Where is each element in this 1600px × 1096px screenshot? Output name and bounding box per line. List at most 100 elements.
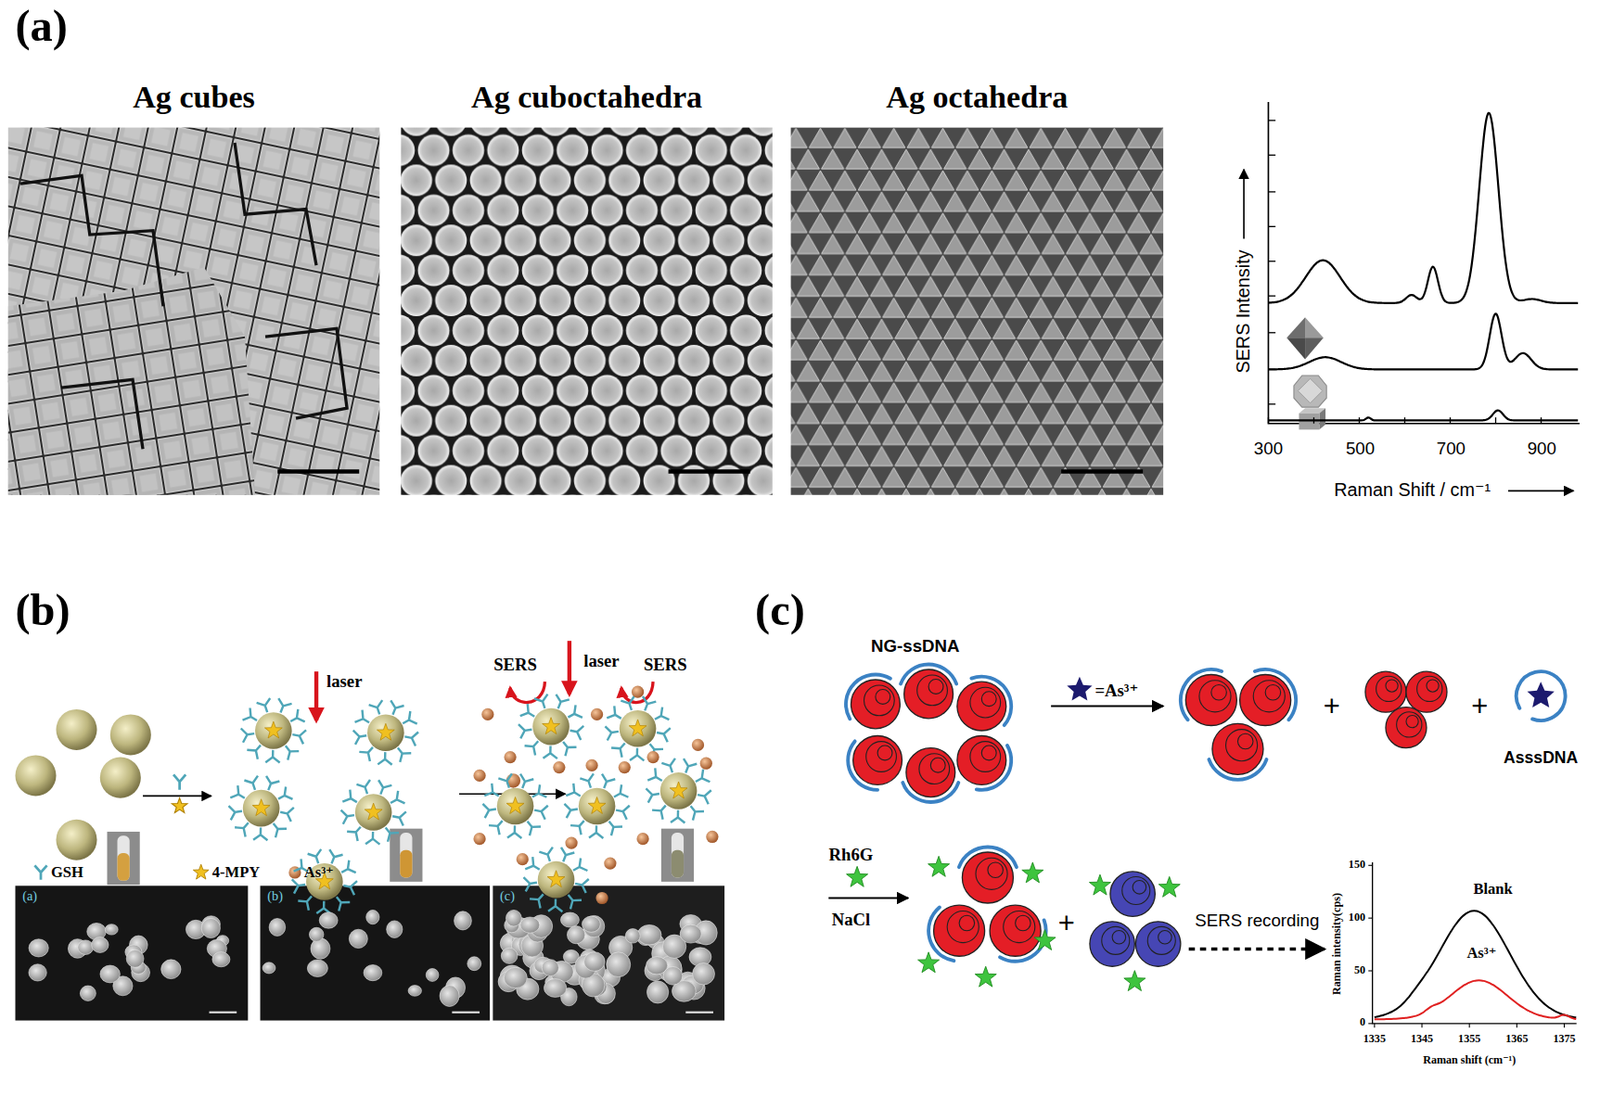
art-part xyxy=(692,963,716,986)
art-part xyxy=(392,811,407,826)
sem-image: (a) xyxy=(15,885,249,1021)
sem-cuboctahedra xyxy=(400,128,772,496)
art-part xyxy=(77,940,94,956)
art-part xyxy=(364,803,383,820)
art-part xyxy=(647,981,669,1004)
ssdna-strand xyxy=(976,745,1012,791)
arsenic-ion xyxy=(691,739,704,752)
reagent-ligand xyxy=(173,774,186,791)
functionalized-particle xyxy=(341,780,407,845)
ssdna-strand xyxy=(902,782,959,803)
sers-spectrum xyxy=(1267,313,1578,370)
art-part xyxy=(91,937,109,954)
nanosphere xyxy=(989,905,1041,957)
art-part xyxy=(265,750,280,764)
series-label: Blank xyxy=(1472,881,1512,898)
art-part xyxy=(1189,947,1325,951)
legend-text: As³⁺ xyxy=(304,863,334,882)
rh6g-star xyxy=(1022,862,1044,884)
art-part xyxy=(957,736,1007,786)
chart-axes xyxy=(1372,862,1577,1024)
art-part xyxy=(503,967,527,988)
art-part xyxy=(308,927,324,942)
art-part xyxy=(408,985,422,998)
art-part xyxy=(543,979,566,999)
art-part xyxy=(246,745,261,760)
art-part xyxy=(1147,926,1176,955)
image-title: Ag cubes xyxy=(132,79,256,116)
art-part xyxy=(243,708,257,722)
axis-tick xyxy=(1358,417,1360,424)
axis-tick xyxy=(1563,1024,1565,1028)
axis-tick xyxy=(1267,260,1276,262)
art-part xyxy=(369,700,384,715)
art-part xyxy=(538,847,553,862)
art-part xyxy=(1396,712,1422,738)
art-part xyxy=(290,709,305,723)
axis-tick xyxy=(1420,1024,1422,1028)
art-part xyxy=(280,807,295,822)
art-part xyxy=(532,784,547,798)
step-label: SERS recording xyxy=(1194,911,1319,932)
art-part xyxy=(520,917,540,934)
art-part xyxy=(853,736,903,786)
rh6g-star xyxy=(918,952,940,973)
art-part xyxy=(919,754,950,785)
rh6g-star xyxy=(1088,874,1111,896)
art-part xyxy=(292,879,306,894)
art-part xyxy=(645,788,659,803)
ssdna-strand xyxy=(845,674,891,719)
axis-tick xyxy=(1267,191,1276,192)
art-part xyxy=(606,952,631,978)
art-part xyxy=(297,896,312,911)
art-part xyxy=(234,822,249,837)
axis-tick xyxy=(1368,970,1372,972)
art-part xyxy=(524,741,539,756)
sem-image: (c) xyxy=(492,885,725,1021)
image-label: (c) xyxy=(499,889,515,905)
arsenic-ion xyxy=(595,892,608,905)
art-part xyxy=(142,795,212,798)
nanosphere xyxy=(1365,671,1407,713)
art-part xyxy=(656,728,671,743)
art-part xyxy=(520,774,534,789)
art-part xyxy=(611,742,626,757)
art-part xyxy=(365,832,380,845)
art-part xyxy=(567,704,582,718)
tick-label: 150 xyxy=(1348,858,1366,871)
functionalized-particle xyxy=(482,773,548,839)
art-part xyxy=(107,832,141,885)
plus-sign: + xyxy=(1471,691,1488,723)
art-part xyxy=(307,960,328,978)
rh6g-star xyxy=(1124,971,1146,992)
art-part xyxy=(212,952,231,968)
reagent-star xyxy=(171,798,188,814)
reagent-label: =As³⁺ xyxy=(1094,681,1139,702)
tick-label: 900 xyxy=(1527,439,1557,460)
image-title: Ag cuboctahedra xyxy=(471,79,703,116)
axis-tick xyxy=(1540,417,1542,424)
art-part xyxy=(342,790,357,804)
art-part xyxy=(79,985,96,1001)
ssdna-strand xyxy=(900,664,957,684)
arsenic-ion xyxy=(631,686,644,699)
axis-tick xyxy=(1313,417,1315,424)
arsenic-ion xyxy=(564,836,577,849)
arsenic-ion xyxy=(516,853,529,866)
arsenic-star xyxy=(1066,677,1092,702)
art-part xyxy=(534,806,549,820)
art-part xyxy=(527,821,541,836)
art-part xyxy=(523,877,537,892)
nanoparticle xyxy=(100,757,141,799)
art-part xyxy=(505,909,522,927)
art-part xyxy=(1132,881,1147,896)
art-part xyxy=(1417,676,1443,702)
beam-label: laser xyxy=(583,652,619,672)
sers-chart-a xyxy=(1243,102,1580,491)
art-part xyxy=(584,952,606,973)
legend-entry: As³⁺ xyxy=(304,864,334,882)
art-part xyxy=(877,745,893,761)
art-part xyxy=(601,774,615,789)
art-part xyxy=(390,791,405,805)
ssdna-strand xyxy=(971,677,1012,726)
